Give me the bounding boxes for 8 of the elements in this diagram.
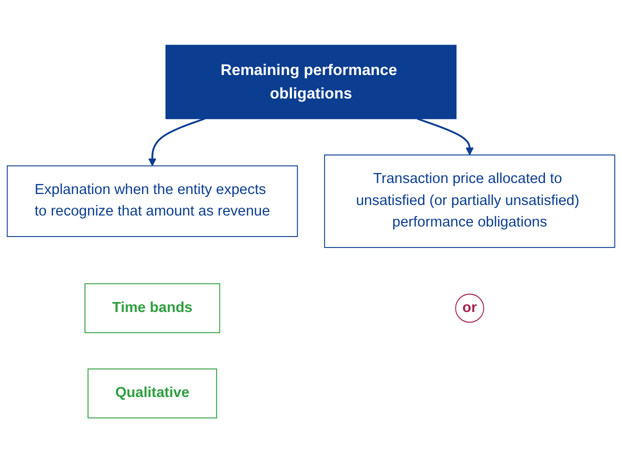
node-box: Time bands	[84, 284, 220, 334]
node-box: Remaining performance obligations	[165, 45, 457, 120]
node-box: Explanation when the entity expects to recognize that amount as revenue	[6, 166, 298, 238]
node-box: Transaction price allocated to unsatisfied (or partially unsatisfied) performance obligations	[324, 154, 616, 248]
arrow	[148, 118, 206, 167]
node-box: Qualitative	[88, 368, 218, 419]
node-circle: or	[455, 294, 484, 324]
arrow	[416, 118, 474, 156]
